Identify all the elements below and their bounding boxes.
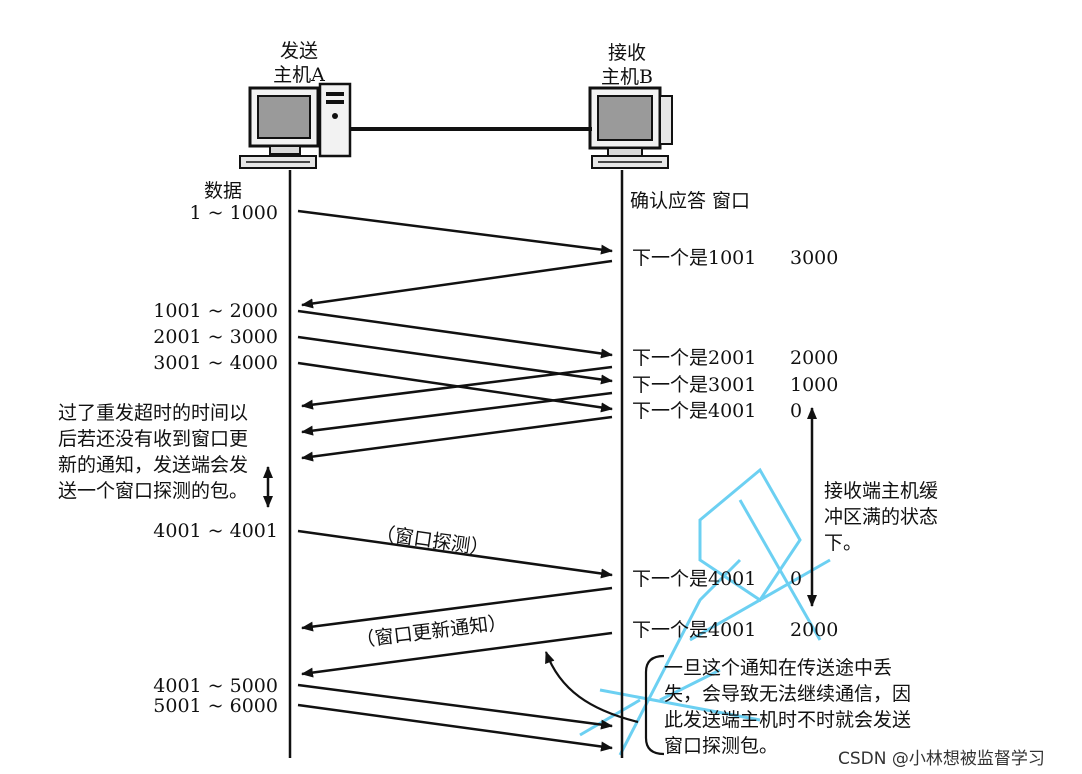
sender-host-label-line2: 主机A xyxy=(273,64,325,86)
data-header: 数据 xyxy=(204,180,243,202)
ack-label: 下一个是1001 xyxy=(632,247,757,269)
ack-arrow-5 xyxy=(301,586,613,632)
ack-label: 下一个是3001 xyxy=(632,374,757,396)
ack-window-value: 2000 xyxy=(790,619,839,641)
ack-arrow-6 xyxy=(301,631,613,678)
ack-window-value: 3000 xyxy=(790,247,839,269)
ack-arrow-4 xyxy=(301,415,613,462)
lost-update-note: 一旦这个通知在传送途中丢失，会导致无法继续通信，因此发送端主机时不时就会发送窗口… xyxy=(664,657,912,757)
segment-arrow-6 xyxy=(297,703,613,752)
segment-label: 4001 ~ 4001 xyxy=(153,520,278,542)
sender-computer-icon xyxy=(239,82,352,169)
ack-label: 下一个是4001 xyxy=(632,400,757,422)
ack-label: 下一个是4001 xyxy=(632,568,757,590)
receiver-host-label-line1: 接收 xyxy=(607,42,646,64)
ack-arrow-3 xyxy=(301,391,613,436)
segment-arrow-3 xyxy=(297,335,613,385)
segment-label: 1001 ~ 2000 xyxy=(153,300,278,322)
segment-label: 4001 ~ 5000 xyxy=(153,675,278,697)
ack-arrow-1 xyxy=(301,259,613,309)
segment-label: 3001 ~ 4000 xyxy=(153,352,278,374)
lost-update-pointer xyxy=(544,651,639,724)
receiver-host-label-line2: 主机B xyxy=(601,66,653,88)
segment-arrow-2 xyxy=(297,309,613,359)
segment-label: 1 ~ 1000 xyxy=(189,202,278,224)
segment-arrow-5 xyxy=(297,683,613,730)
retransmit-timeout-note: 过了重发超时的时间以后若还没有收到窗口更新的通知，发送端会发送一个窗口探测的包。 xyxy=(58,402,249,502)
segment-label: 5001 ~ 6000 xyxy=(153,695,278,717)
buffer-full-note: 接收端主机缓冲区满的状态下。 xyxy=(824,480,939,554)
ack-label: 下一个是4001 xyxy=(632,619,757,641)
ack-window-header: 确认应答 窗口 xyxy=(630,190,751,212)
ack-window-value: 0 xyxy=(790,568,803,590)
ack-window-value: 0 xyxy=(790,400,803,422)
note-bracket xyxy=(644,654,665,756)
sender-host-label-line1: 发送 xyxy=(279,40,318,62)
ack-arrows xyxy=(301,259,613,678)
ack-window-value: 2000 xyxy=(790,347,839,369)
ack-label: 下一个是2001 xyxy=(632,347,757,369)
segment-arrow-probe xyxy=(297,529,613,579)
ack-arrow-2 xyxy=(301,365,613,410)
segment-label: 2001 ~ 3000 xyxy=(153,326,278,348)
ack-window-value: 1000 xyxy=(790,374,839,396)
watermark-text: CSDN @小林想被监督学习 xyxy=(838,744,1045,769)
segment-arrow-1 xyxy=(297,209,613,255)
receiver-computer-icon xyxy=(588,86,673,169)
